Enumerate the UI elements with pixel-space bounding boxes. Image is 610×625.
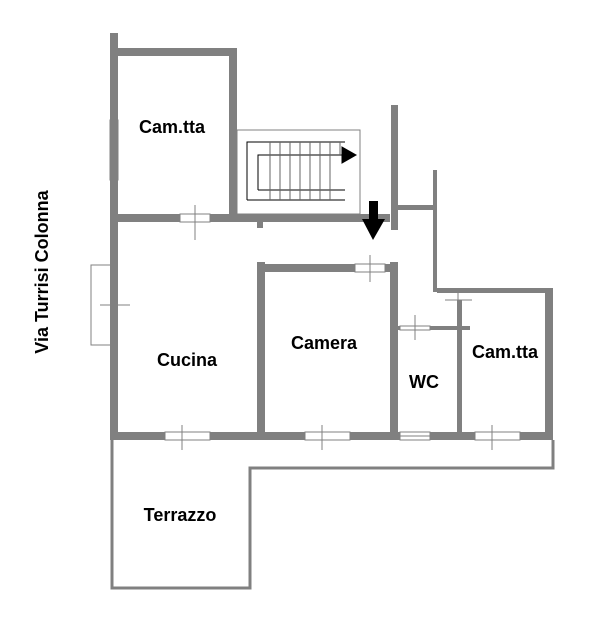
room-label-cucina: Cucina: [157, 350, 218, 370]
street-label: Via Turrisi Colonna: [32, 189, 52, 353]
room-label-cameretta-top: Cam.tta: [139, 117, 206, 137]
staircase: [236, 129, 361, 215]
stair-direction-arrow-icon: [341, 146, 358, 164]
terrace-outline: [110, 440, 555, 590]
room-label-terrazzo: Terrazzo: [144, 505, 217, 525]
entrance-arrow-icon: [362, 201, 385, 240]
room-label-wc: WC: [409, 372, 439, 392]
room-label-camera: Camera: [291, 333, 358, 353]
walls: [110, 33, 553, 440]
windows-doors: [90, 119, 521, 450]
room-label-cameretta-right: Cam.tta: [472, 342, 539, 362]
